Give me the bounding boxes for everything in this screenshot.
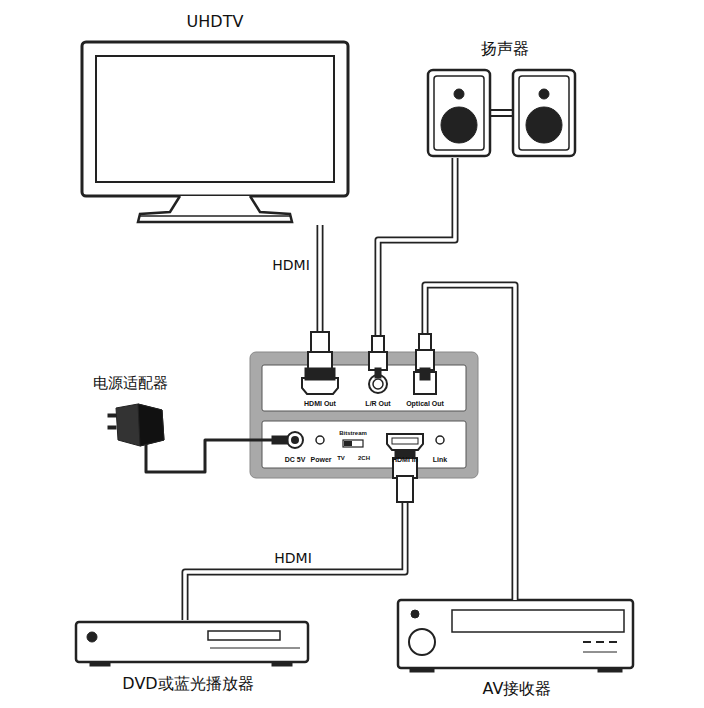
speaker-node: 扬声器: [425, 68, 577, 158]
port-label: Power: [310, 456, 331, 464]
cable: [185, 478, 405, 620]
port-label: 2CH: [358, 455, 370, 462]
port-label: DC 5V: [285, 456, 306, 464]
speaker-drawing: [428, 70, 575, 156]
dvd-player-drawing: [76, 622, 308, 666]
dvd-player-node: DVD或蓝光播放器: [76, 620, 310, 666]
port-label: HDMI Out: [304, 400, 336, 408]
cable-label: HDMI: [270, 257, 312, 273]
port-label: Optical Out: [406, 400, 444, 408]
device-label: UHDTV: [187, 13, 244, 31]
port-label: L/R Out: [365, 400, 390, 408]
cable: [378, 158, 455, 352]
device-label: 电源适配器: [93, 375, 168, 392]
cable-plugs: [250, 332, 434, 502]
port-label: TV: [337, 455, 345, 462]
tv-node: UHDTV: [80, 40, 350, 225]
device-label: 扬声器: [481, 40, 529, 58]
av-receiver-node: AV接收器: [398, 600, 633, 670]
av-receiver-drawing: [398, 600, 633, 672]
cable-label: HDMI: [272, 550, 314, 566]
port-label: Link: [433, 456, 447, 464]
port-label: HDMI In: [392, 456, 418, 464]
power-adapter-node: 电源适配器: [105, 402, 167, 448]
extractor-housing: [250, 352, 478, 478]
extractor-box: HDMI Out L/R Out Optical Out DC 5V Power Bits…: [250, 352, 478, 478]
power-adapter-drawing: [108, 404, 164, 446]
port-label: Bitstream: [339, 430, 367, 437]
device-label: AV接收器: [483, 680, 552, 698]
tv-drawing: [82, 42, 348, 222]
device-label: DVD或蓝光播放器: [122, 675, 253, 693]
cable: [146, 440, 250, 472]
cable: [425, 285, 515, 600]
